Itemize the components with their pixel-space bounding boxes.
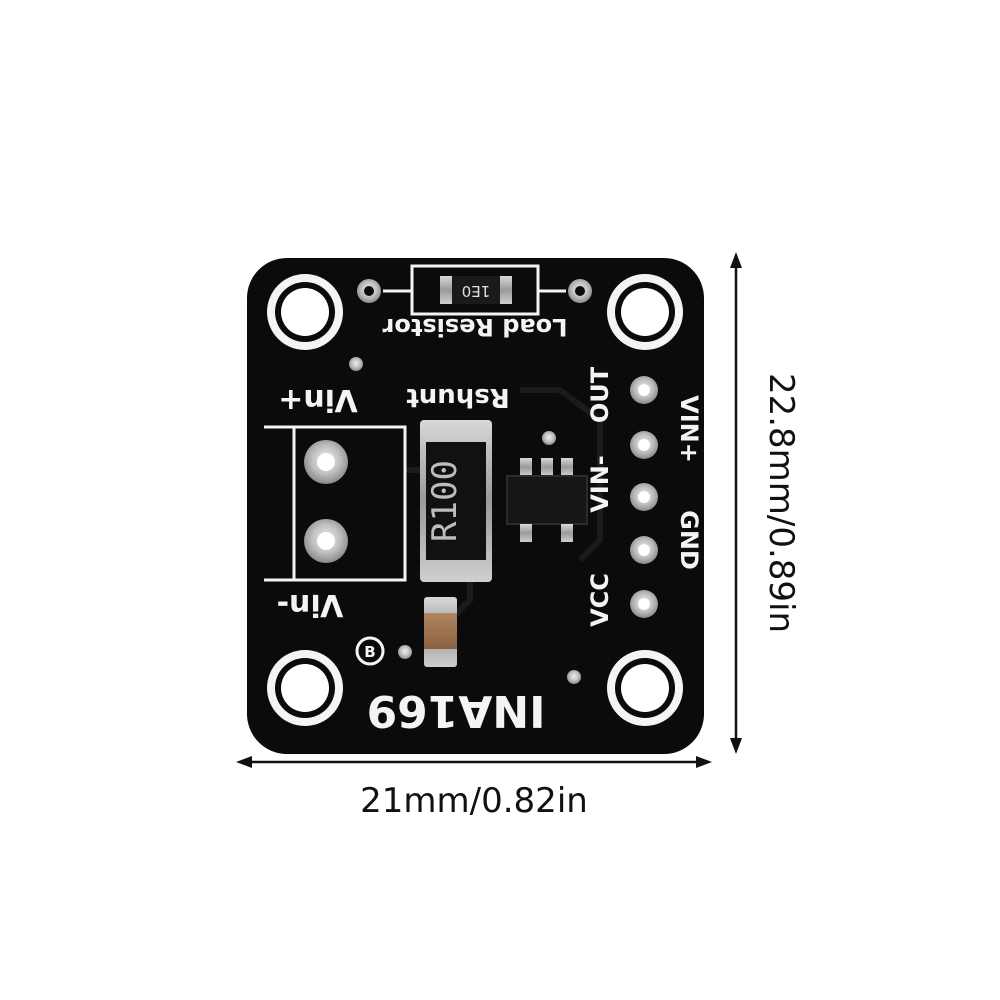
pin-label-gnd: GND xyxy=(675,510,703,570)
logo-icon: B xyxy=(355,636,385,666)
pin-label-out: OUT xyxy=(586,366,614,423)
via xyxy=(398,645,412,659)
load-resistor-code: 1E0 xyxy=(462,282,491,300)
rshunt-label: Rshunt xyxy=(406,382,509,412)
ina169-chip xyxy=(506,458,588,542)
mounting-hole-top-left xyxy=(267,274,343,350)
via xyxy=(349,357,363,371)
pin-label-vcc: VCC xyxy=(586,573,614,627)
width-dimension-label: 21mm/0.82in xyxy=(360,781,588,821)
vin-minus-terminal-label: Vin- xyxy=(277,587,344,622)
shunt-resistor-code: R100 xyxy=(425,460,465,542)
mounting-hole-bottom-right xyxy=(607,650,683,726)
capacitor xyxy=(424,597,457,667)
mounting-hole-top-right xyxy=(607,274,683,350)
pin-label-vin-plus: VIN+ xyxy=(675,395,703,463)
height-dimension-arrow xyxy=(730,252,742,754)
vin-plus-terminal-label: Vin+ xyxy=(278,382,357,417)
via xyxy=(542,431,556,445)
via xyxy=(567,670,581,684)
load-resistor-label: Load Resistor xyxy=(382,313,567,341)
header-pins xyxy=(630,376,658,618)
shunt-resistor: R100 xyxy=(420,420,492,582)
logo-letter: B xyxy=(364,643,375,661)
load-resistor: 1E0 xyxy=(357,264,592,316)
height-dimension-label: 22.8mm/0.89in xyxy=(761,373,801,633)
mounting-hole-bottom-left xyxy=(267,650,343,726)
terminal-block xyxy=(264,425,407,582)
width-dimension-arrow xyxy=(236,756,712,768)
chip-name-label: INA169 xyxy=(366,685,545,736)
pin-label-vin-minus: VIN- xyxy=(586,455,614,513)
